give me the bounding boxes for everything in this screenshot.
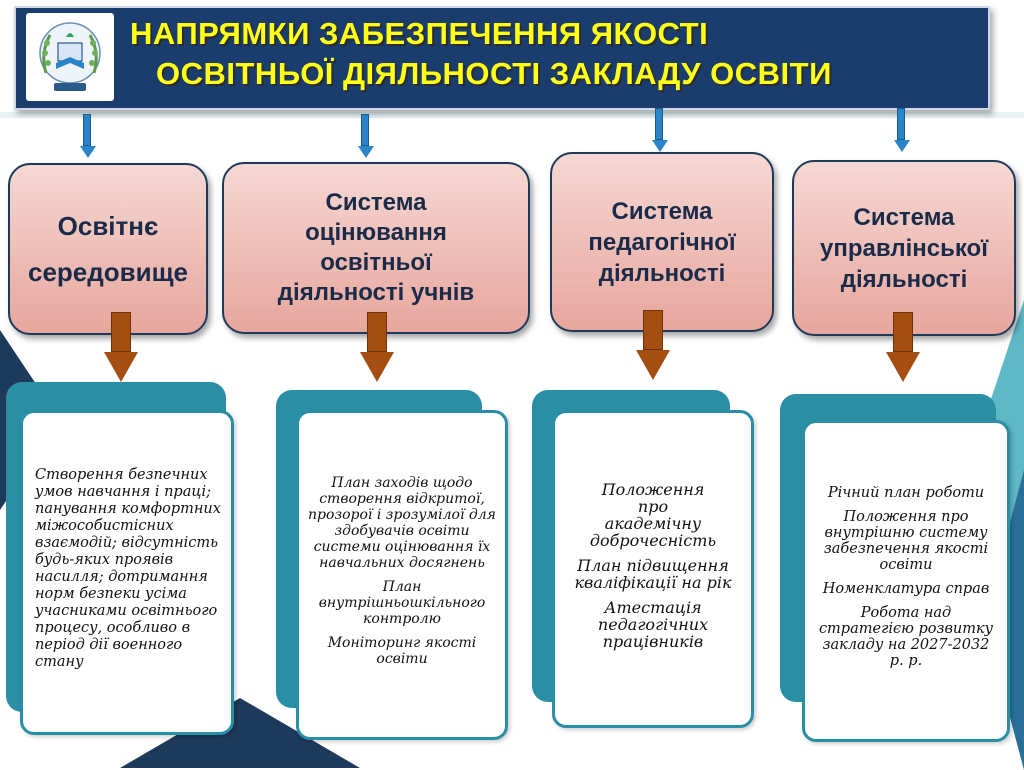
card-item: Положення про академічну доброчесність	[589, 479, 717, 550]
title-line-2: ОСВІТНЬОЇ ДІЯЛЬНОСТІ ЗАКЛАДУ ОСВІТИ	[156, 56, 832, 91]
blue-arrow-4	[894, 108, 910, 152]
card-item: Створення безпечних умов навчання і прац…	[35, 466, 221, 670]
page-title: НАПРЯМКИ ЗАБЕЗПЕЧЕННЯ ЯКОСТІ ОСВІТНЬОЇ Д…	[126, 14, 976, 94]
card-item: Положення про внутрішню систему забезпеч…	[823, 509, 989, 573]
title-line-1: НАПРЯМКИ ЗАБЕЗПЕЧЕННЯ ЯКОСТІ	[130, 16, 709, 51]
category-management-activity: Система управлінської діяльності	[792, 160, 1016, 336]
card-item: Моніторинг якості освіти	[327, 635, 477, 667]
card-management-activity: Річний план роботи Положення про внутріш…	[802, 420, 1010, 742]
card-item: Робота над стратегією розвитку закладу н…	[818, 605, 994, 669]
brown-arrow-1	[104, 312, 138, 382]
card-item: Номенклатура справ	[822, 581, 990, 597]
school-emblem-icon	[26, 13, 114, 101]
card-item: Річний план роботи	[827, 485, 985, 501]
category-label: Освітнє середовище	[27, 211, 188, 287]
card-pedagogical-activity: Положення про академічну доброчесність П…	[552, 410, 754, 728]
card-item: План внутрішньошкільного контролю	[318, 579, 486, 627]
blue-arrow-3	[652, 108, 668, 152]
brown-arrow-3	[636, 310, 670, 380]
card-item: Атестація педагогічних працівників	[597, 597, 709, 651]
card-assessment-system: План заходів щодо створення відкритої, п…	[296, 410, 508, 740]
category-label: Система управлінської діяльності	[820, 203, 988, 293]
brown-arrow-2	[360, 312, 394, 382]
top-strip	[0, 112, 1024, 118]
title-banner: НАПРЯМКИ ЗАБЕЗПЕЧЕННЯ ЯКОСТІ ОСВІТНЬОЇ Д…	[14, 6, 990, 110]
category-educational-environment: Освітнє середовище	[8, 163, 208, 335]
blue-arrow-2	[358, 114, 374, 158]
blue-arrow-1	[80, 114, 96, 158]
card-item: План підвищення кваліфікації на рік	[574, 555, 732, 592]
category-label: Система педагогічної діяльності	[588, 197, 736, 287]
category-assessment-system: Система оцінювання освітньої діяльності …	[222, 162, 530, 334]
category-label: Система оцінювання освітньої діяльності …	[277, 189, 475, 306]
card-item: План заходів щодо створення відкритої, п…	[308, 475, 496, 571]
category-pedagogical-activity: Система педагогічної діяльності	[550, 152, 774, 332]
card-educational-environment: Створення безпечних умов навчання і прац…	[20, 410, 234, 735]
brown-arrow-4	[886, 312, 920, 382]
